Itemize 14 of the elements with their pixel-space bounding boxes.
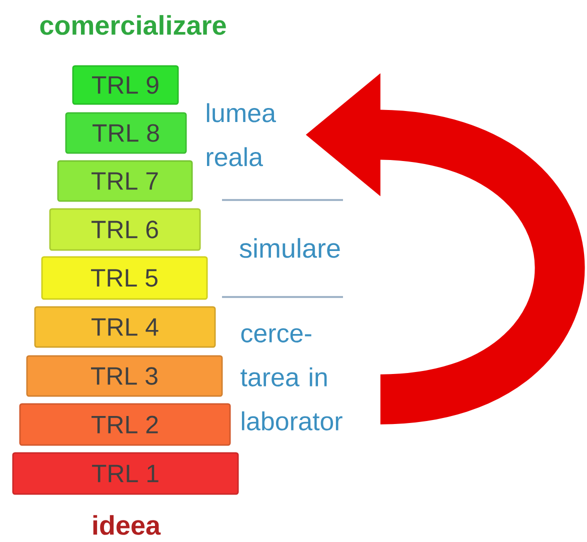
level-box: TRL 5 <box>41 256 208 300</box>
level-box: TRL 7 <box>57 160 193 202</box>
level-box: TRL 2 <box>19 403 231 446</box>
level-box: TRL 8 <box>65 112 187 154</box>
level-box: TRL 9 <box>72 65 179 105</box>
text-label: cerce- tarea in laborator <box>240 328 342 430</box>
level-box: TRL 6 <box>49 208 201 251</box>
heading-label: ideea <box>93 515 161 535</box>
text-label: lumea reala <box>206 103 276 166</box>
level-box: TRL 4 <box>34 306 216 348</box>
level-box: TRL 1 <box>12 452 239 495</box>
text-label: simulare <box>240 238 340 258</box>
heading-label: comercializare <box>40 15 226 35</box>
level-box: TRL 3 <box>26 355 223 397</box>
